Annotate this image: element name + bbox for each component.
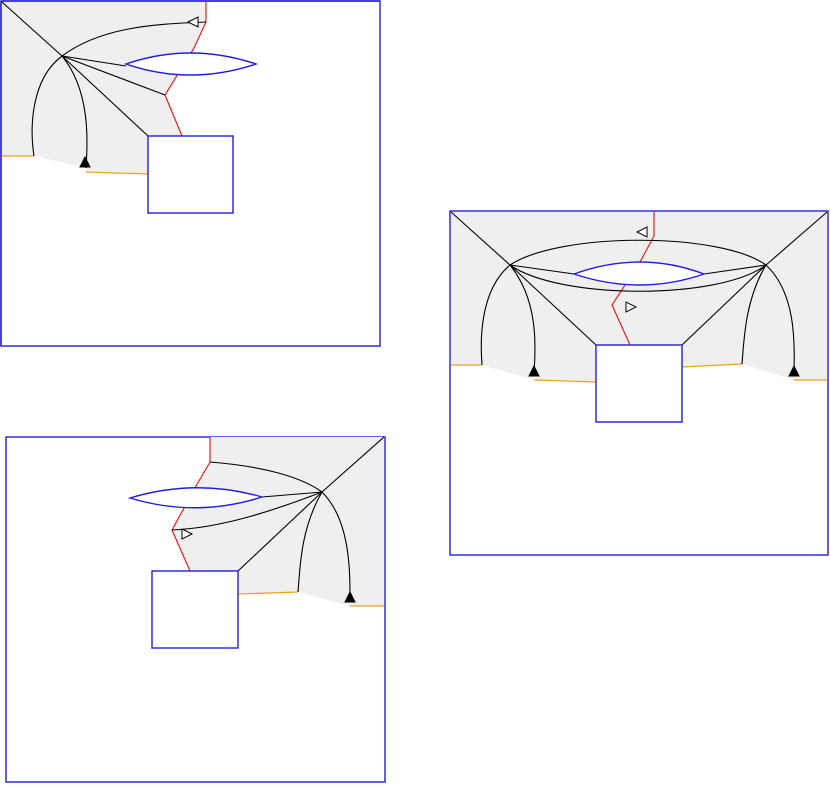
edge-left-arc: [480, 264, 511, 366]
lens-hole: [571, 261, 707, 286]
edge-top-arc: [509, 239, 767, 266]
edge-right-arc: [321, 491, 351, 599]
open-arrow-marker: [181, 528, 194, 540]
panel-right: [449, 210, 829, 556]
edge-top-arc: [61, 21, 207, 57]
lens-hole: [123, 52, 259, 76]
open-arrow-marker: [186, 16, 199, 28]
edge-to-hole: [261, 491, 323, 498]
edge-to-box-left: [509, 264, 597, 346]
open-arrow-marker: [635, 226, 648, 238]
panel-top-left: [0, 0, 381, 347]
edge-to-box: [61, 55, 149, 137]
square-hole: [151, 570, 239, 649]
boundary-segment: [681, 363, 743, 368]
edge-bottom-arc: [509, 264, 767, 292]
filled-arrow-marker: [528, 364, 540, 377]
edge-diagonal: [1, 1, 63, 57]
edge-top-arc: [209, 461, 323, 493]
panel-bottom-left: [5, 436, 386, 783]
shaded-region: [2, 2, 206, 174]
edge-to-box: [237, 491, 323, 572]
edge-to-cut: [61, 55, 166, 96]
edge-right-arc: [765, 264, 795, 373]
panel-frame-edge: [0, 0, 380, 346]
square-hole: [147, 135, 234, 214]
filled-arrow-marker: [788, 364, 800, 377]
boundary-segment: [533, 379, 597, 383]
boundary-segment: [85, 171, 149, 175]
edge-inner-arc: [297, 491, 323, 593]
shaded-region: [172, 437, 384, 606]
cut-line: [171, 437, 211, 572]
cut-line: [164, 2, 207, 137]
edge-diagonal-right: [765, 211, 828, 266]
filled-arrow-marker: [344, 590, 356, 603]
edge-to-cut: [171, 491, 323, 531]
square-hole: [595, 344, 683, 423]
edge-to-hole: [61, 55, 127, 67]
open-arrow-marker: [625, 301, 638, 313]
shaded-region: [451, 212, 827, 382]
boundary-segment: [237, 591, 299, 595]
edge-to-hole-right: [703, 264, 767, 275]
edge-inner-arc: [61, 55, 88, 169]
edge-to-box-right: [681, 264, 767, 346]
edge-left-arc: [31, 55, 63, 157]
edge-diagonal-left: [450, 211, 511, 266]
edge-inner-arc-right: [741, 264, 767, 365]
edge-to-hole-left: [509, 264, 575, 275]
lens-hole: [127, 487, 265, 509]
filled-arrow-marker: [79, 155, 91, 168]
edge-inner-arc-left: [509, 264, 536, 373]
edge-diagonal: [321, 436, 385, 493]
